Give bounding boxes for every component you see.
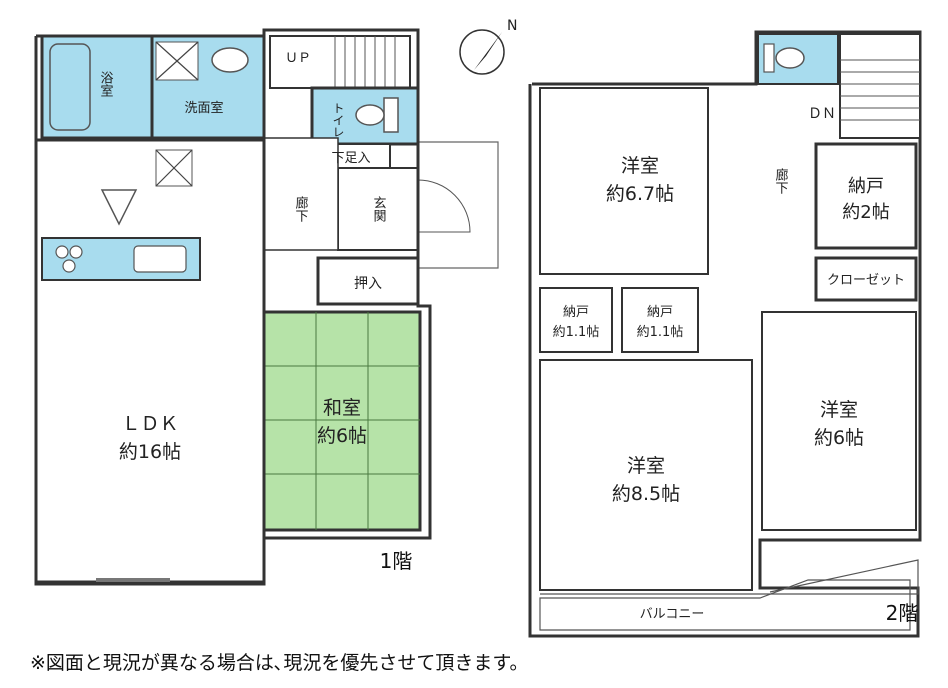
washroom-label: 洗面室 [184, 100, 223, 116]
storage-room-c-size: 約1.1帖 [637, 325, 684, 340]
balcony-label: バルコニー [640, 607, 705, 622]
floor-1-label: 1階 [380, 549, 413, 573]
stair-treads-1f [334, 36, 396, 88]
compass: N [459, 18, 517, 75]
storage-room-b [539, 287, 613, 353]
storage-room-c [621, 287, 699, 353]
entrance-area [337, 167, 419, 251]
entrance-label: 玄関 [371, 196, 387, 223]
entrance-door [417, 179, 471, 233]
compass-label: N [507, 18, 517, 34]
sink-basin [211, 47, 249, 73]
stairs-1f [269, 35, 411, 89]
western-room-a [539, 87, 709, 275]
range-hood [100, 189, 138, 226]
floor-2 [528, 30, 922, 638]
storage-room-a [814, 142, 918, 250]
toilet-label: トイレ [331, 102, 345, 138]
western-room-b [761, 311, 917, 531]
storage-room-c-name: 納戸 [647, 305, 673, 320]
toilet-bowl [355, 104, 385, 126]
stair-down-label: ＤＮ [808, 106, 836, 122]
stair-up-label: ＵＰ [285, 51, 311, 66]
floor-2-label: 2階 [886, 601, 919, 625]
compass-needle-icon [474, 32, 502, 70]
balcony-area [539, 579, 911, 631]
hall-label-2f: 廊下 [773, 167, 789, 194]
stairs-2f [839, 33, 921, 139]
storage-room-a-size: 約2帖 [842, 202, 889, 223]
shoe-area-label: 下足入 [331, 151, 370, 166]
bathtub [49, 43, 91, 131]
storage-room-b-size: 約1.1帖 [553, 325, 600, 340]
western-room-c [539, 359, 753, 591]
western-room-a-name: 洋室 [621, 155, 659, 177]
japanese-room [262, 310, 422, 532]
kitchen-sink [133, 245, 187, 273]
stair-treads-2f [840, 59, 920, 121]
western-room-c-size: 約8.5帖 [612, 483, 680, 505]
japanese-room-name: 和室 [323, 397, 361, 419]
western-room-b-size: 約6帖 [814, 427, 864, 449]
disclaimer-note: ※図面と現況が異なる場合は､現況を優先させて頂きます。 [30, 652, 529, 674]
ldk-name: ＬＤＫ [121, 413, 178, 435]
western-room-a-size: 約6.7帖 [606, 183, 674, 205]
closet-label-2f: クローゼット [827, 273, 905, 288]
japanese-room-size: 約6帖 [317, 425, 367, 447]
hall-area-1f [263, 137, 339, 251]
bath-label: 浴室 [98, 71, 114, 97]
storage-room-a-name: 納戸 [848, 176, 884, 197]
floor-1-outline [34, 28, 432, 586]
storage-room-b-name: 納戸 [563, 305, 589, 320]
hall-label-1f: 廊下 [293, 195, 309, 222]
ldk-outline [34, 138, 266, 584]
floor-1 [34, 28, 499, 586]
closet-label-1f: 押入 [354, 276, 382, 292]
tatami-lines [264, 312, 420, 530]
western-room-c-name: 洋室 [627, 455, 665, 477]
floor-2-outline [528, 30, 922, 638]
closet-area-2f [814, 256, 918, 302]
ldk-size: 約16帖 [119, 441, 181, 463]
entrance-porch [418, 141, 499, 269]
compass-circle [459, 29, 505, 75]
western-room-b-name: 洋室 [820, 399, 858, 421]
